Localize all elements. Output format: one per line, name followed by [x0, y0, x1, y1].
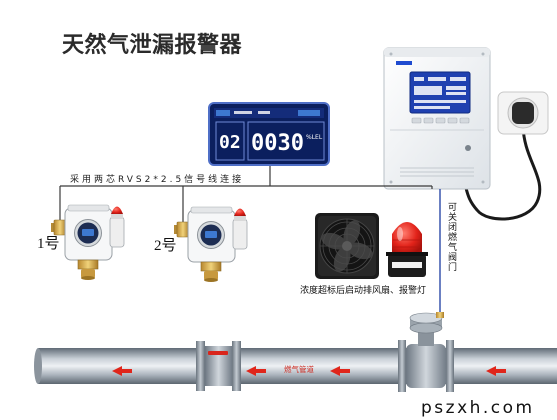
power-cable: [464, 122, 542, 221]
diagram-title: 天然气泄漏报警器: [62, 32, 243, 58]
gas-pipeline: [34, 341, 557, 391]
power-socket: [497, 91, 549, 135]
valve-cable-gland: [436, 312, 444, 318]
controller-buttons: [411, 117, 470, 124]
detector-2-label: 2号: [154, 238, 177, 254]
controller-screws: [389, 52, 485, 184]
alarm-controller-panel: [383, 47, 491, 190]
flow-arrow-4: [486, 366, 506, 376]
controller-screen-readout: [414, 77, 466, 109]
controller-keyhole: [465, 145, 471, 151]
pipe-label: 燃气管道: [284, 364, 314, 374]
wire-spec-label: 采用两芯RVS2*2.5信号线连接: [70, 173, 244, 185]
gas-shutoff-valve: [398, 312, 454, 392]
lcd-status-bar: [214, 108, 324, 118]
pipe-flange-right: [232, 341, 241, 391]
flow-arrow-1: [112, 366, 132, 376]
flow-arrow-3: [330, 366, 350, 376]
controller-brand-mark: [396, 61, 412, 65]
watermark-backdrop: [415, 394, 553, 418]
flow-arrows: [112, 366, 506, 376]
lcd-unit: %LEL: [306, 134, 323, 141]
pipe-flange-left: [196, 341, 205, 391]
signal-wiring: [59, 166, 433, 222]
fan-hub: [342, 241, 352, 251]
gas-detector-2: [173, 206, 248, 283]
gas-detector-1: [50, 204, 125, 281]
power-plug: [512, 102, 534, 124]
valve-shutoff-note: 可关闭燃气阀门: [446, 202, 456, 272]
lcd-concentration-reading: 0030: [251, 131, 304, 156]
controller-vent: [400, 167, 474, 177]
exhaust-fan: [315, 213, 379, 279]
flow-arrow-2: [246, 366, 266, 376]
watermark-text: pszxh.com: [421, 398, 535, 418]
lcd-channel-number: 02: [219, 132, 241, 153]
lcd-display: 02 0030 %LEL: [208, 102, 330, 166]
alarm-siren-light: [386, 222, 428, 277]
detector-1-label: 1号: [37, 236, 60, 252]
ball-valve-handle: [208, 351, 228, 355]
siren-ribs: [393, 239, 421, 248]
fan-blades: [321, 220, 373, 272]
alarm-action-note: 浓度超标后启动排风扇、报警灯: [300, 284, 426, 296]
